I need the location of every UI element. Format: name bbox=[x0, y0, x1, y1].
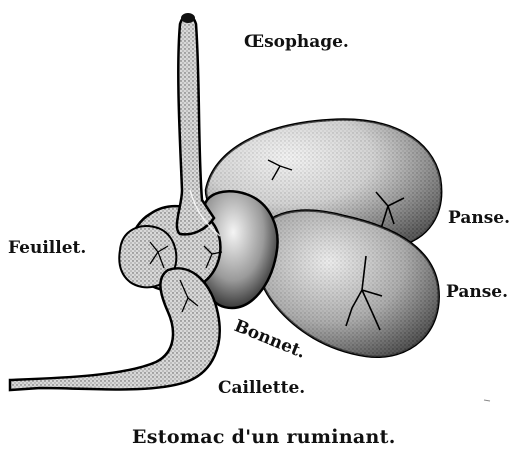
label-panse-upper: Panse. bbox=[448, 210, 510, 227]
abomasum bbox=[10, 268, 220, 390]
label-oesophage: Œsophage. bbox=[244, 34, 349, 51]
figure-caption: Estomac d'un ruminant. bbox=[132, 428, 396, 447]
label-caillette: Caillette. bbox=[218, 380, 305, 397]
label-panse-lower: Panse. bbox=[446, 284, 508, 301]
label-feuillet: Feuillet. bbox=[8, 240, 86, 257]
